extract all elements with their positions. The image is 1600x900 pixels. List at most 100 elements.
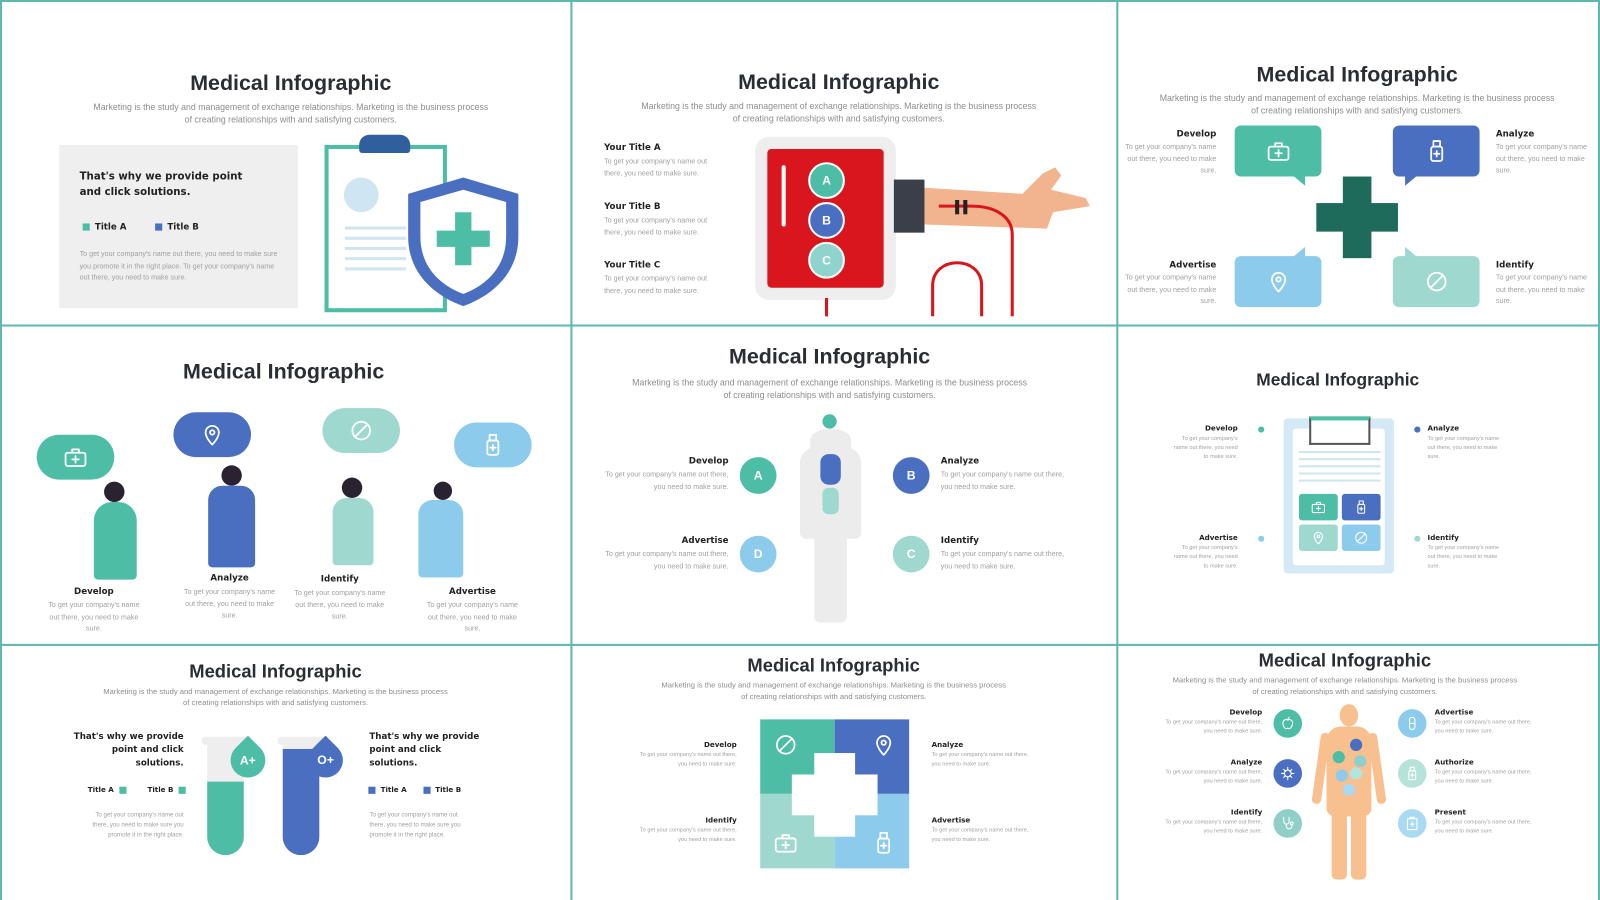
slide-subtitle: Marketing is the study and management of… (632, 377, 1028, 400)
text-develop: To get your company's name out there, yo… (1173, 435, 1238, 461)
label-advertise: Advertise (1199, 533, 1238, 542)
slide-title: Medical Infographic (738, 70, 940, 94)
text-develop: To get your company's name out there, yo… (48, 602, 140, 633)
label-analyze: Analyze (1427, 424, 1460, 433)
apple-circle (1273, 709, 1303, 738)
tube-b (282, 744, 320, 856)
medicine-bottle-icon (870, 830, 897, 857)
text-advertise: To get your company's name out there, yo… (1173, 544, 1238, 570)
location-pin-icon (1310, 530, 1326, 546)
person-develop (104, 481, 125, 503)
identify-bubble (322, 408, 400, 454)
slide-5[interactable]: Medical Infographic Marketing is the stu… (573, 326, 1117, 644)
medkit-icon (1310, 499, 1326, 515)
item-text-c: To get your company's name out there, yo… (604, 275, 708, 295)
slide-3[interactable]: Medical Infographic Marketing is the stu… (1119, 0, 1600, 325)
analyze-bubble (173, 412, 252, 458)
label-develop: Develop (1229, 708, 1263, 717)
text-identify: To get your company's name out there, yo… (639, 827, 737, 843)
tube-b-cap (277, 736, 325, 745)
label-develop: Develop (73, 586, 114, 597)
label-analyze: Analyze (940, 456, 980, 467)
item-title-b: Your Title B (604, 202, 661, 213)
clipboard-icon (1404, 815, 1420, 831)
slide-subtitle: Marketing is the study and management of… (641, 101, 1037, 124)
organ-dot (1349, 738, 1363, 752)
label-identify: Identify (940, 535, 979, 546)
slide-6[interactable]: Medical Infographic Develop To get your … (1119, 326, 1600, 644)
text-analyze: To get your company's name out there, yo… (1427, 435, 1500, 461)
arm-with-iv-tube (824, 167, 1090, 317)
label-develop: Develop (1176, 129, 1217, 140)
medkit-icon (772, 830, 799, 857)
virus-circle (1273, 759, 1303, 788)
right-heading: That's why we provide point and click so… (369, 731, 480, 769)
slide-title: Medical Infographic (190, 71, 392, 95)
item-title-c: Your Title C (604, 260, 661, 271)
item-text-b: To get your company's name out there, yo… (604, 217, 708, 237)
circle-a: A (739, 457, 777, 494)
develop-tile (1298, 493, 1338, 521)
label-analyze: Analyze (210, 573, 249, 584)
text-panel (59, 144, 298, 309)
bag-label-a: A (808, 162, 845, 199)
medicine-bottle-icon (1404, 765, 1420, 781)
virus-icon (1280, 765, 1296, 781)
text-advertise: To get your company's name out there, yo… (1125, 274, 1217, 306)
person-identify (341, 477, 363, 498)
text-analyze: To get your company's name out there, yo… (1165, 769, 1263, 785)
stethoscope-icon (1280, 815, 1296, 831)
capsule-circle (1397, 709, 1427, 738)
circle-b: B (892, 457, 930, 494)
slide-title: Medical Infographic (183, 360, 385, 384)
medicine-bottle-icon (480, 432, 507, 459)
advertise-bubble (1234, 256, 1322, 308)
panel-body: To get your company's name out there, yo… (79, 251, 278, 282)
text-develop: To get your company's name out there, yo… (605, 471, 729, 491)
slide-8[interactable]: Medical Infographic Marketing is the stu… (573, 646, 1117, 900)
dot-identify (1414, 535, 1421, 542)
slide-title: Medical Infographic (1256, 370, 1420, 390)
location-pin-icon (1265, 268, 1292, 295)
slide-1[interactable]: Medical Infographic Marketing is the stu… (0, 0, 572, 325)
intestines (822, 487, 839, 515)
location-pin-icon (870, 732, 897, 759)
text-authorize: To get your company's name out there, yo… (1434, 769, 1532, 785)
slide-title: Medical Infographic (1258, 649, 1432, 671)
body-figure (1339, 704, 1359, 727)
circle-d: D (739, 535, 777, 573)
text-develop: To get your company's name out there, yo… (639, 752, 737, 768)
tube-a-cap (202, 736, 249, 745)
person-advertise (433, 481, 453, 500)
label-advertise: Advertise (681, 535, 729, 546)
left-heading: That's why we provide point and click so… (73, 731, 184, 769)
develop-bubble (36, 434, 115, 480)
slide-9[interactable]: Medical Infographic Marketing is the stu… (1119, 646, 1600, 900)
label-advertise: Advertise (1434, 708, 1474, 717)
slide-4[interactable]: Medical Infographic Develop To get your … (0, 326, 572, 644)
slide-2[interactable]: Medical Infographic Marketing is the stu… (573, 0, 1117, 325)
label-develop: Develop (688, 456, 729, 467)
slide-7[interactable]: Medical Infographic Marketing is the stu… (0, 646, 572, 900)
text-develop: To get your company's name out there, yo… (1125, 143, 1217, 175)
analyze-tile (1341, 493, 1381, 521)
label-identify: Identify (705, 816, 737, 825)
label-analyze: Analyze (931, 740, 964, 749)
label-advertise: Advertise (448, 586, 496, 597)
text-analyze: To get your company's name out there, yo… (1495, 143, 1588, 175)
text-advertise: To get your company's name out there, yo… (931, 827, 1029, 843)
slide-subtitle: Marketing is the study and management of… (93, 102, 489, 125)
text-advertise: To get your company's name out there, yo… (1434, 719, 1532, 735)
label-advertise: Advertise (931, 816, 971, 825)
dot-advertise (1258, 535, 1265, 542)
text-identify: To get your company's name out there, yo… (1165, 819, 1263, 835)
item-title-a: Your Title A (604, 142, 661, 154)
clipboard-circle (1397, 809, 1427, 838)
slide-title: Medical Infographic (1256, 63, 1458, 87)
apple-icon (1280, 715, 1296, 731)
text-analyze: To get your company's name out there, yo… (931, 752, 1029, 768)
left-body: To get your company's name out there, yo… (92, 812, 184, 839)
lungs (820, 454, 841, 485)
label-identify: Identify (1427, 533, 1459, 542)
text-develop: To get your company's name out there, yo… (1165, 719, 1263, 735)
